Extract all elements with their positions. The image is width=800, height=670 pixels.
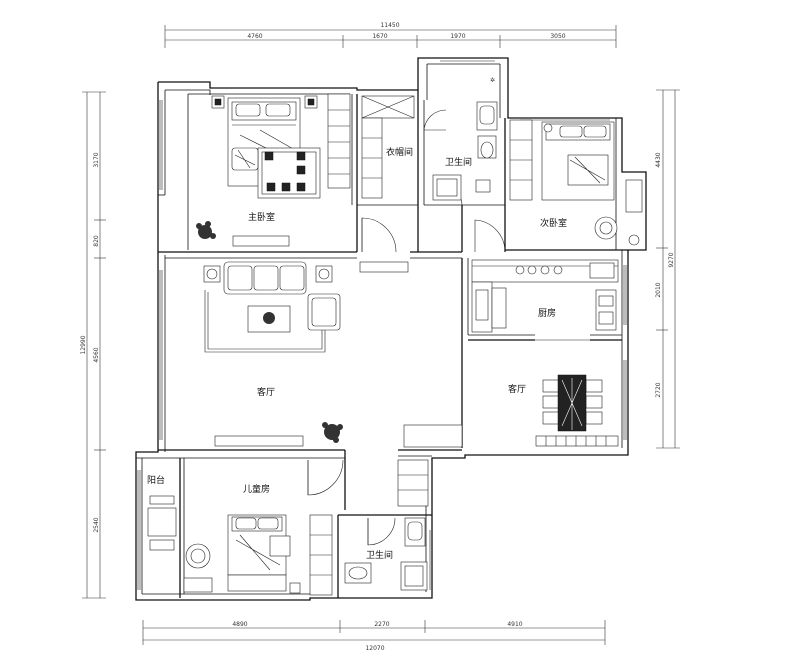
dim-top-4: 3050 [550,33,565,40]
dim-right-total: 9270 [668,252,675,267]
dim-top-1: 4760 [247,33,262,40]
dim-left-total: 12990 [80,335,87,354]
label-living: 客厅 [257,386,275,398]
right-dimensions: 4430 2010 2720 9270 [655,89,680,449]
dim-left-1: 3170 [93,152,100,167]
living-room-furniture [203,261,463,448]
label-kids-room: 儿童房 [243,483,270,495]
dim-left-3: 4560 [93,347,100,362]
label-closet: 衣帽间 [386,146,413,158]
dim-bottom-1: 4890 [232,621,247,628]
label-bath-top: 卫生间 [445,156,472,168]
kitchen-furniture [471,259,619,333]
master-bedroom-furniture [196,93,351,247]
closet-furniture [361,95,415,199]
dim-left-2: 820 [93,235,100,247]
outer-walls [135,57,647,601]
kids-room-furniture [147,459,429,596]
dim-right-3: 2720 [655,382,662,397]
label-second-bedroom: 次卧室 [540,217,567,229]
label-dining: 客厅 [508,383,526,395]
dim-top-2: 1670 [372,33,387,40]
label-master-bedroom: 主卧室 [248,211,275,223]
dim-right-2: 2010 [655,282,662,297]
bath-bottom-fixtures [344,517,428,591]
dim-right-1: 4430 [655,152,662,167]
dim-top-total: 11450 [380,22,399,29]
svg-text:✲: ✲ [490,77,495,84]
label-kitchen: 厨房 [538,307,556,319]
top-dimensions: 11450 4760 1670 1970 3050 [164,22,617,48]
bath-top-fixtures: ✲ [432,77,498,201]
interior-walls [136,90,628,598]
dim-bottom-3: 4910 [507,621,522,628]
windows [137,60,627,590]
second-bedroom-furniture [509,119,643,246]
dim-bottom-total: 12070 [365,645,384,652]
left-dimensions: 3170 820 4560 2540 12990 [80,91,106,599]
dining-furniture [535,374,619,447]
bottom-dimensions: 4890 2270 4910 12070 [142,620,606,652]
dim-bottom-2: 2270 [374,621,389,628]
dim-top-3: 1970 [450,33,465,40]
label-balcony: 阳台 [147,474,165,486]
label-bath-bottom: 卫生间 [366,549,393,561]
dim-left-4: 2540 [93,517,100,532]
room-labels: 主卧室 衣帽间 卫生间 次卧室 厨房 客厅 客厅 阳台 儿童房 卫生间 [147,146,567,561]
